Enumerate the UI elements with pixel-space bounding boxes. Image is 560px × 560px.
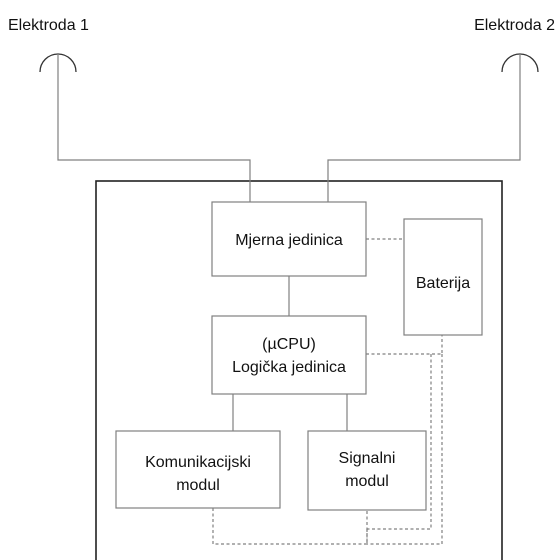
power-line-communication — [212, 508, 368, 545]
communication-module-label-line1: Komunikacijski — [145, 454, 251, 471]
power-line-right-bus — [367, 354, 443, 545]
measurement-unit-label: Mjerna jedinica — [235, 232, 343, 249]
electrode-1-wire — [57, 54, 251, 202]
signal-module-label-line2: modul — [345, 473, 389, 490]
battery-label: Baterija — [416, 275, 470, 292]
measurement-unit-block — [211, 201, 367, 277]
signal-module-label-line1: Signalni — [339, 450, 396, 467]
battery-block — [403, 218, 483, 336]
device-housing — [95, 180, 503, 560]
communication-module-label-line2: modul — [176, 477, 220, 494]
logic-unit-label-line1: (µCPU) — [262, 336, 316, 353]
logic-unit-label-line2: Logička jedinica — [232, 359, 346, 376]
signal-module-block — [307, 430, 427, 511]
electrode-2-label: Elektroda 2 — [474, 17, 555, 34]
electrode-2-wire — [327, 54, 521, 202]
logic-unit-block — [211, 315, 367, 395]
power-line-logic — [366, 335, 443, 355]
electrode-1-label: Elektroda 1 — [8, 17, 89, 34]
communication-module-block — [115, 430, 281, 509]
